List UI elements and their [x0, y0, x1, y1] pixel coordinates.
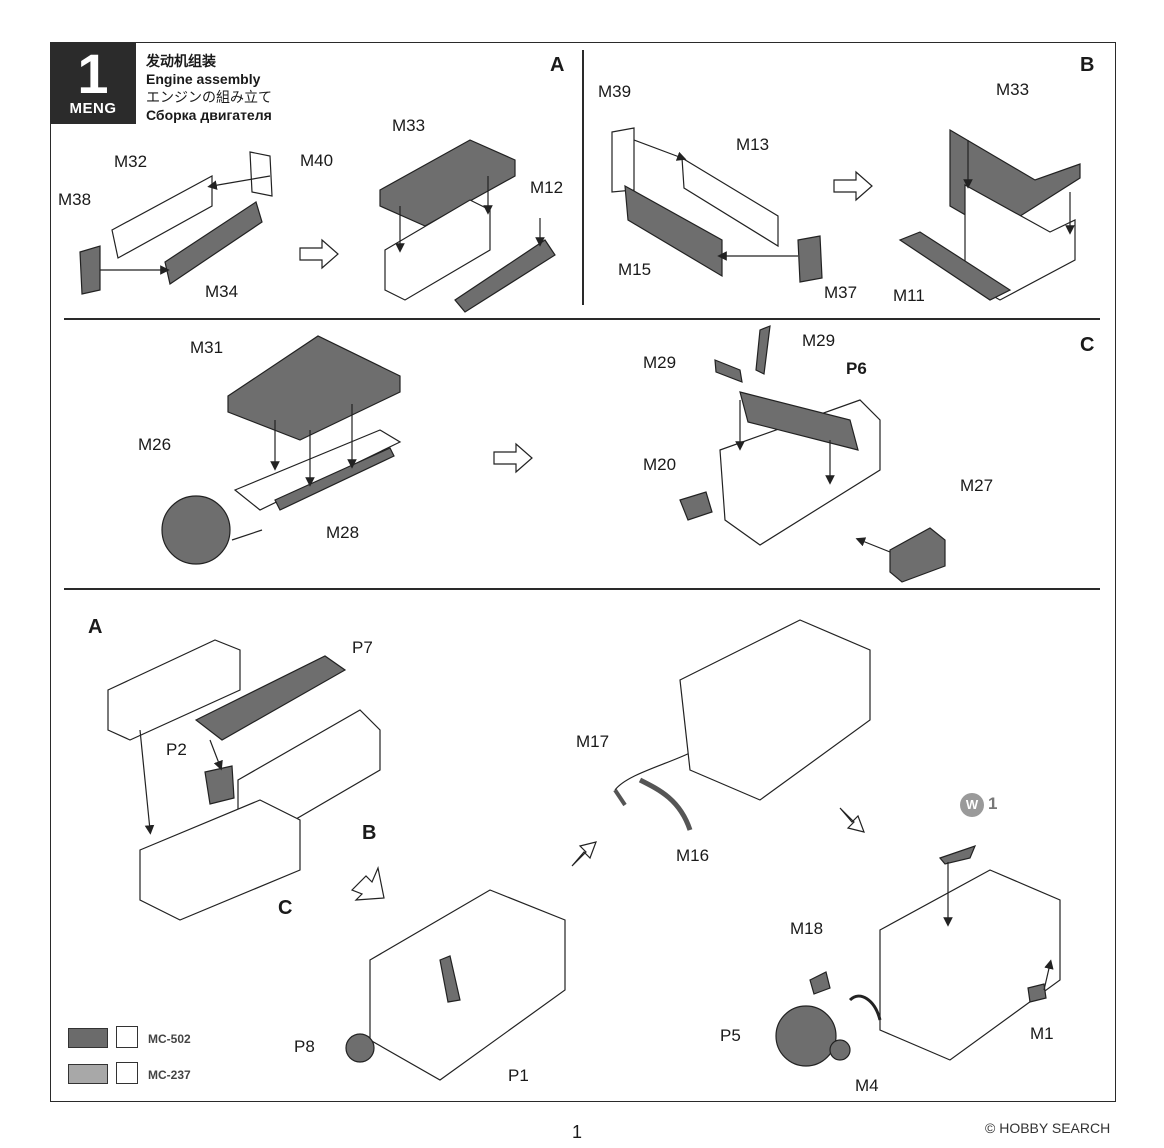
part-label-m38: M38: [58, 190, 92, 209]
part-label-m15: M15: [618, 260, 652, 279]
divider-row1: [64, 318, 1100, 320]
part-label-m29-right: M29: [802, 331, 836, 350]
part-label-m4: M4: [855, 1076, 879, 1095]
part-label-m27: M27: [960, 476, 994, 495]
ref-label-b: B: [362, 822, 377, 844]
step-titles: 发动机组装 Engine assembly エンジンの組み立て Сборка д…: [146, 52, 272, 124]
part-label-m31: M31: [190, 338, 224, 357]
part-label-m28: M28: [326, 523, 360, 542]
part-label-m13: M13: [736, 135, 770, 154]
part-label-m37: M37: [824, 283, 858, 302]
legend-swatch-2: [68, 1064, 108, 1084]
step-badge: 1 MENG: [50, 42, 136, 124]
callout-w-number: 1: [988, 794, 998, 813]
legend-code-2: MC-237: [148, 1068, 191, 1082]
divider-row2: [64, 588, 1100, 590]
part-label-m40: M40: [300, 151, 334, 170]
step-number: 1: [77, 42, 109, 105]
part-label-m20: M20: [643, 455, 677, 474]
part-label-m18: M18: [790, 919, 824, 938]
instruction-frame: [50, 42, 1116, 1102]
part-label-m39: M39: [598, 82, 632, 101]
legend-swatch-1: [68, 1028, 108, 1048]
page-number: 1: [572, 1122, 583, 1142]
callout-w-badge: W: [960, 793, 984, 817]
part-label-p1: P1: [508, 1066, 529, 1085]
part-label-m32: M32: [114, 152, 148, 171]
brush-icon: [116, 1026, 138, 1048]
ref-label-a: A: [88, 616, 103, 638]
section-b-label: B: [1080, 54, 1095, 76]
title-ru: Сборка двигателя: [146, 107, 272, 123]
title-en: Engine assembly: [146, 71, 261, 87]
part-label-m16: M16: [676, 846, 710, 865]
divider-ab: [582, 50, 584, 305]
brand-logo: MENG: [69, 100, 117, 117]
ref-label-c: C: [278, 897, 293, 919]
part-label-m33-a: M33: [392, 116, 426, 135]
part-label-p8: P8: [294, 1037, 315, 1056]
part-label-m1: M1: [1030, 1024, 1054, 1043]
part-label-m34: M34: [205, 282, 239, 301]
part-label-m33-b: M33: [996, 80, 1030, 99]
part-label-m29-left: M29: [643, 353, 677, 372]
part-label-m26: M26: [138, 435, 172, 454]
legend-code-1: MC-502: [148, 1032, 191, 1046]
section-a-label: A: [550, 54, 565, 76]
watermark: © HOBBY SEARCH: [985, 1120, 1111, 1136]
brush-icon: [116, 1062, 138, 1084]
part-label-m12: M12: [530, 178, 564, 197]
part-label-p7: P7: [352, 638, 373, 657]
title-zh: 发动机组装: [146, 53, 216, 69]
part-label-p2: P2: [166, 740, 187, 759]
part-label-p6: P6: [846, 359, 867, 378]
part-label-m17: M17: [576, 732, 610, 751]
title-ja: エンジンの組み立て: [146, 89, 272, 105]
part-label-m11: M11: [893, 286, 925, 305]
section-c-label: C: [1080, 334, 1095, 356]
part-label-p5: P5: [720, 1026, 741, 1045]
